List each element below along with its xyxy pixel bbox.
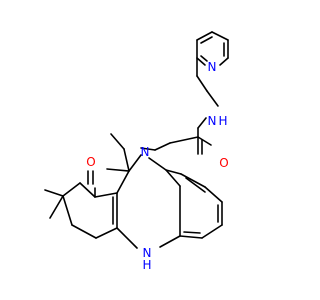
amine-nitrogen-label: N (143, 246, 152, 260)
benzene-ring (165, 169, 223, 239)
bond (206, 90, 219, 107)
double-bond-inner (183, 231, 201, 234)
tricyclic-core (44, 133, 181, 249)
bond (62, 182, 81, 197)
bond (49, 195, 64, 219)
bond (197, 136, 212, 146)
bond (140, 147, 156, 151)
bond (211, 31, 229, 41)
bond (165, 169, 181, 187)
bond (196, 75, 208, 92)
bond (116, 170, 130, 194)
double-bond-inner (200, 55, 208, 62)
bond (204, 186, 223, 203)
bond (179, 235, 203, 239)
ring-nitrogen-label: N (141, 145, 150, 159)
bond (116, 227, 138, 249)
amide-nitrogen-label: N (208, 114, 217, 128)
amide-hydrogen-label: H (218, 114, 227, 128)
bond (71, 224, 97, 239)
bond (159, 235, 181, 248)
atom-labels: N N H O O N N H (86, 60, 228, 272)
bond (94, 192, 118, 198)
bond (196, 57, 206, 66)
pyridine-ring (196, 31, 229, 66)
bond (128, 154, 142, 172)
amide-linker (140, 57, 219, 155)
molecular-structure-diagram: N N H O O N N H (44, 31, 229, 272)
pyridine-nitrogen-label: N (208, 60, 217, 74)
amide-oxygen-label: O (219, 156, 228, 170)
double-bond-inner (200, 36, 213, 44)
bond (154, 142, 171, 151)
bond (106, 168, 130, 172)
bond (44, 189, 64, 197)
amine-hydrogen-label: H (142, 258, 151, 272)
bond (196, 31, 213, 41)
bond (219, 57, 229, 66)
bond (169, 136, 199, 144)
bond (197, 117, 207, 129)
bond (165, 169, 182, 175)
bond (62, 195, 73, 226)
molecule-canvas: N N H O O N N H (44, 31, 229, 272)
bond (201, 224, 223, 239)
bond (148, 157, 167, 171)
ketone-oxygen-label: O (86, 155, 95, 169)
bond (180, 173, 206, 188)
double-bond-inner (185, 177, 206, 193)
bond (79, 182, 96, 198)
bond (123, 148, 130, 172)
bond (95, 227, 118, 239)
bond (110, 133, 125, 150)
